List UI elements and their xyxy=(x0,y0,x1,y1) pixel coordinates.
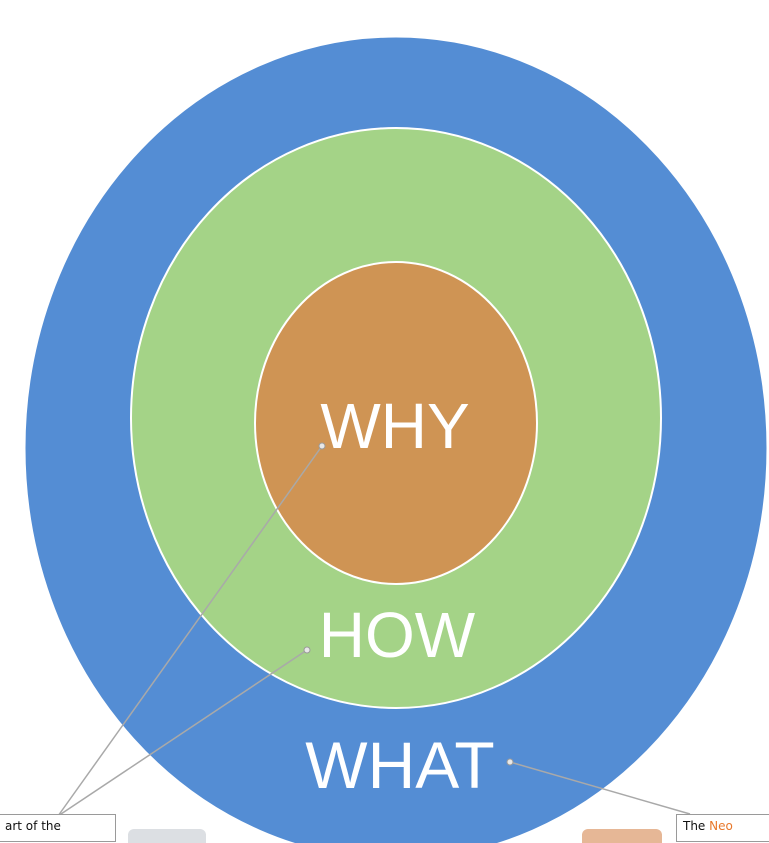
right-callout-accent: Neo xyxy=(709,819,733,833)
right-callout-box: The Neo xyxy=(676,814,769,842)
why-label: WHY xyxy=(320,390,469,462)
right-callout-prefix: The xyxy=(683,819,710,833)
how-label: HOW xyxy=(319,599,476,671)
connector-dot-how xyxy=(303,646,311,654)
left-callout-text: art of the xyxy=(5,819,61,833)
left-thumbnail xyxy=(128,829,206,843)
why-circle xyxy=(254,261,538,585)
connector-lines xyxy=(57,445,691,817)
connector-what xyxy=(509,761,691,815)
connector-dots xyxy=(303,442,514,766)
what-label: WHAT xyxy=(305,728,494,802)
connector-dot-what xyxy=(506,758,514,766)
left-callout-box: art of the xyxy=(0,814,116,842)
connector-how xyxy=(57,649,308,817)
connector-why xyxy=(57,445,323,817)
right-thumbnail xyxy=(582,829,662,843)
connector-dot-why xyxy=(318,442,326,450)
